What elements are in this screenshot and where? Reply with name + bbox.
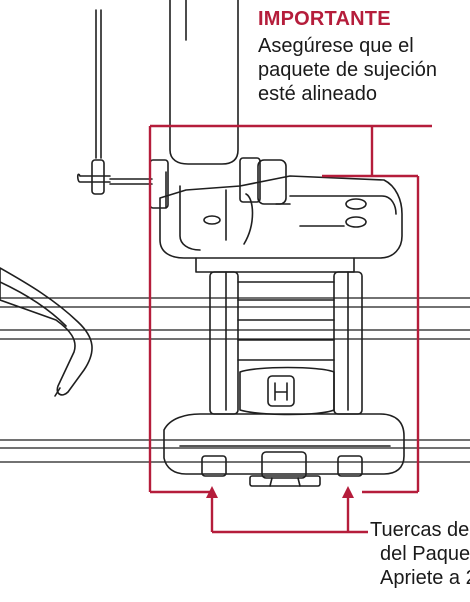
- crossbar-lower: [0, 439, 470, 463]
- fork-tube: [169, 0, 239, 165]
- logo-badge: [267, 375, 295, 407]
- base-plate: [163, 413, 405, 487]
- nuts-callout-arrows: [206, 486, 368, 534]
- nuts-caption-line-1: Tuercas de: [370, 519, 470, 541]
- fork-tip: [0, 267, 93, 397]
- important-note-line-3: esté alineado: [258, 83, 377, 105]
- skewer: [76, 9, 153, 195]
- crossbar-upper: [0, 297, 470, 340]
- nuts-caption-line-2: del Paquete: [380, 543, 470, 565]
- clamp-body: [209, 271, 363, 416]
- alignment-callout-bracket: [148, 124, 432, 494]
- nuts-caption-line-3: Apriete a 2: [380, 567, 470, 589]
- important-note-line-2: paquete de sujeción: [258, 59, 438, 81]
- important-note-line-1: Asegúrese que el: [258, 35, 414, 57]
- important-heading: IMPORTANTE: [258, 8, 391, 30]
